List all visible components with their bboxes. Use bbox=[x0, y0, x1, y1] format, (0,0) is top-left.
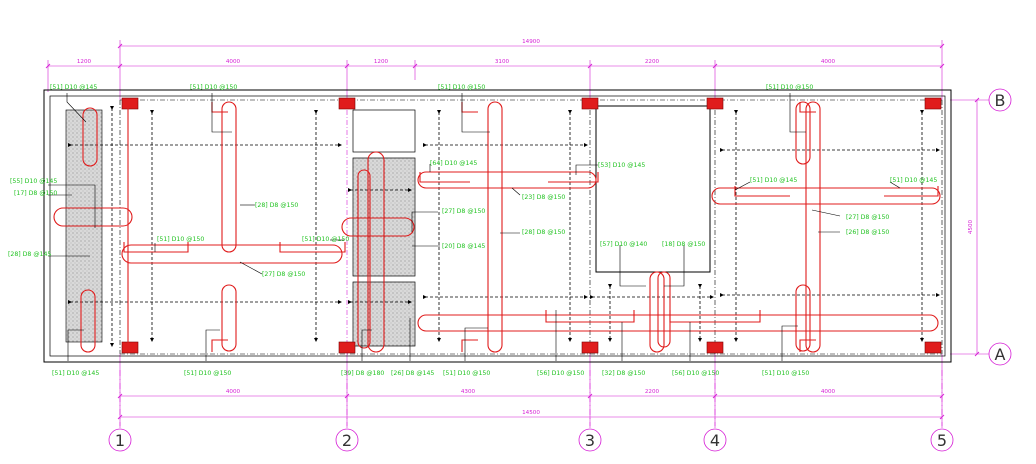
label-bottom-6: [56] D10 @150 bbox=[537, 369, 584, 377]
axis-bubble-A: A bbox=[988, 342, 1012, 366]
shaft-opening bbox=[595, 105, 711, 273]
axis-bubble-3: 3 bbox=[578, 428, 602, 452]
label-bay1-4: [27] D8 @150 bbox=[262, 270, 305, 278]
beam-centerlines bbox=[119, 99, 943, 355]
label-bay3-3: [28] D8 @150 bbox=[522, 228, 565, 236]
label-bottom-2: [51] D10 @150 bbox=[184, 369, 231, 377]
axis-label-4: 4 bbox=[710, 431, 720, 450]
label-bay3-6: [18] D8 @150 bbox=[662, 240, 705, 248]
columns bbox=[121, 97, 942, 354]
dim-bottom-total: 14500 bbox=[522, 410, 540, 416]
rebar-labels-bottom: [51] D10 @145 [51] D10 @150 [39] D8 @180… bbox=[52, 369, 809, 377]
axis-label-3: 3 bbox=[585, 431, 595, 450]
label-top-3: [51] D10 @150 bbox=[438, 83, 485, 91]
dim-bottom-1: 4000 bbox=[226, 389, 241, 395]
label-left-1: [55] D10 @145 bbox=[10, 177, 57, 185]
dimension-lines bbox=[45, 40, 990, 428]
label-bay5-3: [27] D8 @150 bbox=[846, 213, 889, 221]
axis-label-2: 2 bbox=[342, 431, 352, 450]
dim-top-2: 4000 bbox=[226, 59, 241, 65]
axis-bubble-4: 4 bbox=[703, 428, 727, 452]
axis-label-B: B bbox=[995, 91, 1006, 110]
dim-bottom-4: 4000 bbox=[821, 389, 836, 395]
axis-label-A: A bbox=[995, 345, 1006, 364]
label-bottom-5: [51] D10 @150 bbox=[443, 369, 490, 377]
label-bay3-2: [23] D8 @150 bbox=[522, 193, 565, 201]
rebar-labels-bay3: [64] D10 @145 [23] D8 @150 [28] D8 @150 … bbox=[430, 159, 705, 248]
label-bay1-2: [51] D10 @150 bbox=[302, 235, 349, 243]
rebar-labels-bay1: [51] D10 @150 [51] D10 @150 [28] D8 @150… bbox=[157, 201, 349, 278]
dim-top-5: 2200 bbox=[645, 59, 660, 65]
label-bay2-1: [27] D8 @150 bbox=[442, 207, 485, 215]
grid-axis-bubbles: 1 2 3 4 5 B A bbox=[108, 88, 1012, 452]
rebar-labels-top: [51] D10 @145 [51] D10 @150 [51] D10 @15… bbox=[50, 83, 813, 91]
dim-top-4: 3100 bbox=[495, 59, 510, 65]
rebar-labels-left: [55] D10 @145 [17] D8 @150 [28] D8 @145 bbox=[8, 177, 57, 258]
distribution-lines bbox=[68, 106, 940, 347]
label-left-2: [17] D8 @150 bbox=[14, 189, 57, 197]
label-bay1-3: [28] D8 @150 bbox=[255, 201, 298, 209]
rebar-labels-bay5: [51] D10 @145 [51] D10 @145 [27] D8 @150… bbox=[750, 176, 937, 236]
dim-top-6: 4000 bbox=[821, 59, 836, 65]
label-left-3: [28] D8 @145 bbox=[8, 250, 51, 258]
label-bottom-4: [26] D8 @145 bbox=[391, 369, 434, 377]
axis-bubble-2: 2 bbox=[335, 428, 359, 452]
label-bottom-1: [51] D10 @145 bbox=[52, 369, 99, 377]
label-bay3-4: [53] D10 @145 bbox=[598, 161, 645, 169]
label-bottom-7: [32] D8 @150 bbox=[602, 369, 645, 377]
axis-bubble-5: 5 bbox=[930, 428, 954, 452]
label-bottom-8: [56] D10 @150 bbox=[672, 369, 719, 377]
rebar-hoops bbox=[53, 101, 941, 353]
label-bottom-3: [39] D8 @180 bbox=[341, 369, 384, 377]
dim-top-1: 1200 bbox=[77, 59, 92, 65]
leader-lines bbox=[48, 93, 901, 361]
dimension-texts: 14900 1200 4000 1200 3100 2200 4000 4000… bbox=[77, 39, 974, 416]
label-bay1-1: [51] D10 @150 bbox=[157, 235, 204, 243]
label-top-1: [51] D10 @145 bbox=[50, 83, 97, 91]
dim-right-height: 4500 bbox=[968, 219, 974, 234]
axis-bubble-1: 1 bbox=[108, 428, 132, 452]
dim-bottom-3: 2200 bbox=[645, 389, 660, 395]
label-bay3-1: [64] D10 @145 bbox=[430, 159, 477, 167]
axis-label-1: 1 bbox=[115, 431, 125, 450]
label-bay3-5: [57] D10 @140 bbox=[600, 240, 647, 248]
rebar-labels-bay2: [27] D8 @150 [20] D8 @145 bbox=[442, 207, 485, 250]
label-top-4: [51] D10 @150 bbox=[766, 83, 813, 91]
dim-top-3: 1200 bbox=[374, 59, 389, 65]
label-top-2: [51] D10 @150 bbox=[190, 83, 237, 91]
label-bay5-1: [51] D10 @145 bbox=[750, 176, 797, 184]
slab-outline bbox=[43, 89, 952, 363]
dim-bottom-2: 4300 bbox=[461, 389, 476, 395]
label-bottom-9: [51] D10 @150 bbox=[762, 369, 809, 377]
dim-top-total: 14900 bbox=[522, 39, 540, 45]
axis-bubble-B: B bbox=[988, 88, 1012, 112]
label-bay5-4: [26] D8 @150 bbox=[846, 228, 889, 236]
label-bay5-2: [51] D10 @145 bbox=[890, 176, 937, 184]
label-bay2-2: [20] D8 @145 bbox=[442, 242, 485, 250]
axis-label-5: 5 bbox=[937, 431, 947, 450]
